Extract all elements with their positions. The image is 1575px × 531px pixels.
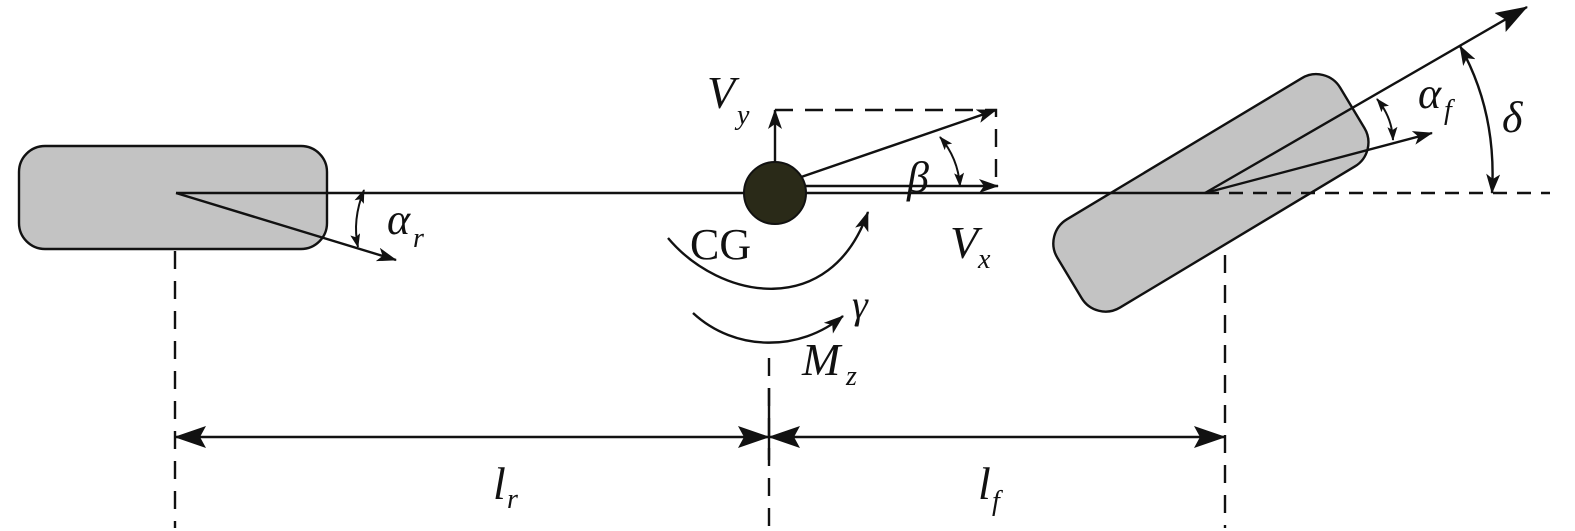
velocity-vector-arrow [774,108,997,188]
front-velocity-arrow [1204,131,1433,195]
label-cg: CG [690,220,751,269]
label-beta: β [906,153,929,202]
alpha-f-arc [1376,98,1398,141]
yaw-moment-arc [692,312,844,344]
label-alpha-f-sub: f [1444,95,1455,126]
label-alpha-r-sub: r [413,223,424,254]
label-vy: V [707,67,740,118]
alpha-r-arc [350,189,365,248]
label-lf-sub: f [992,486,1003,517]
label-lr-sub: r [507,484,518,515]
velocity-dashed-box [775,108,998,186]
label-lf: l [978,458,991,509]
label-vx: V [950,217,983,268]
label-vy-sub: y [734,100,750,131]
label-alpha-f: α [1418,69,1442,118]
label-gamma: γ [852,282,869,327]
rear-wheel [17,144,329,251]
label-vx-sub: x [977,244,991,275]
label-mz: M [801,334,843,385]
label-lr: l [493,458,506,509]
rear-velocity-arrow [175,191,397,262]
beta-arc [939,136,965,187]
label-mz-sub: z [845,361,857,392]
label-delta: δ [1502,93,1524,142]
cg-point [743,161,807,225]
label-alpha-r: α [387,195,411,244]
delta-arc [1458,45,1501,194]
yaw-rate-arc [667,211,870,290]
front-heading-arrow [1204,5,1528,195]
